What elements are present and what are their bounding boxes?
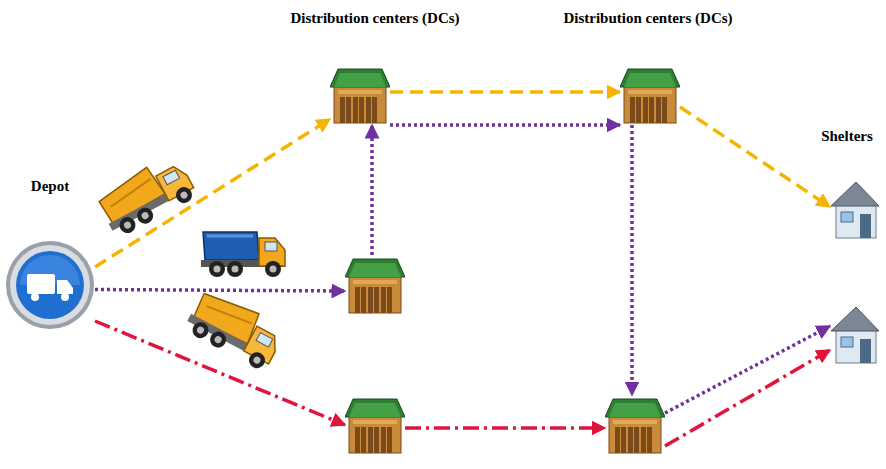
- node-icon: [605, 395, 665, 455]
- node-icon: [345, 395, 405, 455]
- node-icon: [5, 240, 95, 330]
- node-icon: [620, 65, 680, 125]
- node-icon: [830, 180, 880, 240]
- route-arrow: [665, 350, 830, 446]
- route-arrow: [95, 290, 345, 292]
- node-label: Shelters: [821, 128, 873, 145]
- column-heading: Distribution centers (DCs): [290, 10, 459, 27]
- distribution-center-icon: [345, 255, 405, 315]
- depot-icon: Depot: [5, 240, 95, 330]
- node-icon: [330, 65, 390, 125]
- column-heading: Distribution centers (DCs): [563, 10, 732, 27]
- route-arrow: [630, 125, 634, 395]
- route-arrow: [95, 321, 345, 425]
- tipper-truck: [201, 232, 285, 277]
- shelter-icon: Shelters: [830, 180, 880, 240]
- distribution-center-icon: [330, 65, 390, 125]
- dump-truck: [183, 286, 288, 373]
- route-arrow: [680, 107, 830, 207]
- route-arrow: [95, 119, 330, 267]
- dump-truck: [94, 152, 199, 239]
- distribution-center-icon: [605, 395, 665, 455]
- node-icon: [830, 305, 880, 365]
- node-label: Depot: [31, 178, 69, 195]
- route-arrow: [370, 125, 374, 255]
- route-arrow: [405, 426, 605, 430]
- distribution-center-icon: [345, 395, 405, 455]
- route-arrow: [390, 123, 620, 127]
- node-icon: [345, 255, 405, 315]
- distribution-center-icon: [620, 65, 680, 125]
- shelter-icon: [830, 305, 880, 365]
- route-arrow: [390, 90, 620, 94]
